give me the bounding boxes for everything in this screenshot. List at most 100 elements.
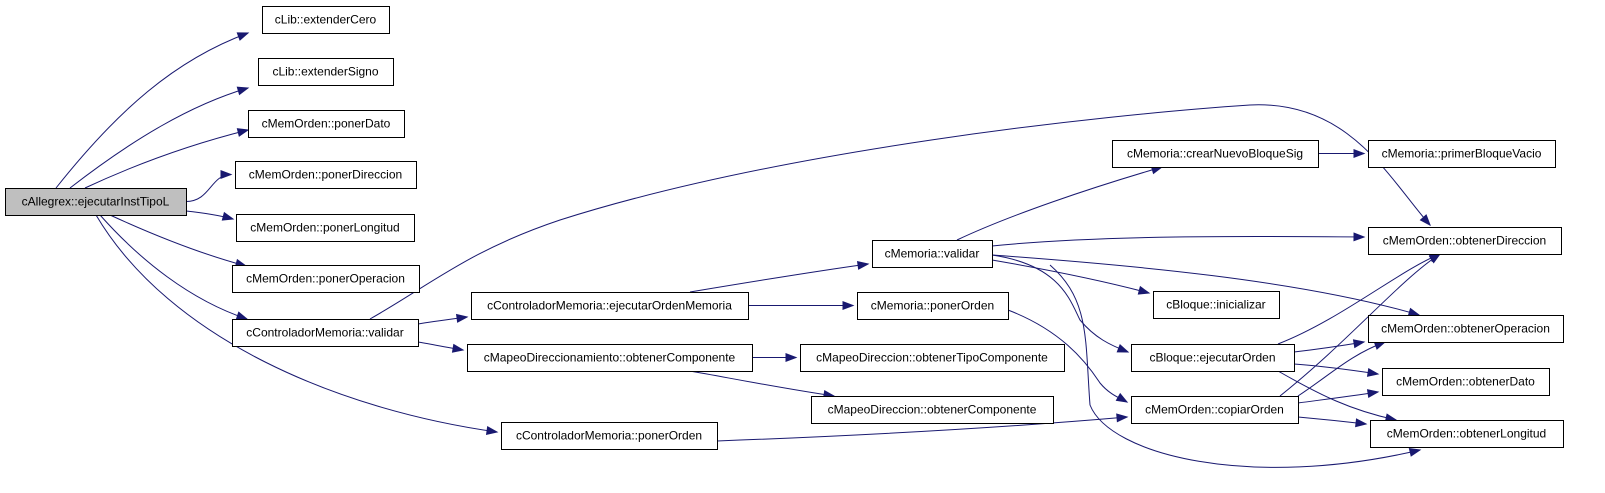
edge-root-to-mo_dato [84,128,250,189]
node-label[interactable]: cMemOrden::ponerDato [262,117,391,131]
edge-mem_poner-to-mo_copiar [1007,309,1129,403]
node-cm_validar[interactable]: cControladorMemoria::validar [232,319,419,347]
node-label[interactable]: cLib::extenderSigno [272,65,378,79]
node-box[interactable] [236,214,415,242]
arrowhead-icon [1115,392,1129,403]
node-mem_crear[interactable]: cMemoria::crearNuevoBloqueSig [1112,140,1319,168]
node-label[interactable]: cControladorMemoria::validar [246,326,403,340]
node-blq_ejec[interactable]: cBloque::ejecutarOrden [1131,344,1295,372]
node-label[interactable]: cMemOrden::ponerDireccion [249,168,402,182]
node-label[interactable]: cMemOrden::obtenerLongitud [1387,427,1546,441]
node-mem_primer[interactable]: cMemoria::primerBloqueVacio [1368,140,1556,168]
node-label[interactable]: cMemOrden::obtenerDireccion [1383,234,1546,248]
edge-line [55,32,249,189]
edge-md_obtcomp-to-mdir_comp [689,370,836,399]
node-cm_ejec[interactable]: cControladorMemoria::ejecutarOrdenMemori… [471,292,749,320]
node-box[interactable] [471,292,749,320]
edge-cm_ejec-to-mem_poner [748,300,855,311]
node-label[interactable]: cMapeoDireccionamiento::obtenerComponent… [484,351,736,365]
node-label[interactable]: cMemOrden::copiarOrden [1145,403,1284,417]
node-box[interactable] [5,188,187,216]
arrowhead-icon [1408,448,1422,457]
node-box[interactable] [1368,140,1556,168]
node-box[interactable] [1153,291,1280,319]
node-label[interactable]: cMemOrden::obtenerOperacion [1381,322,1550,336]
node-box[interactable] [1131,344,1295,372]
arrowhead-icon [1137,285,1151,295]
node-label[interactable]: cAllegrex::ejecutarInstTipoL [22,195,170,209]
node-label[interactable]: cControladorMemoria::ejecutarOrdenMemori… [487,299,732,313]
node-mdir_comp[interactable]: cMapeoDireccion::obtenerComponente [811,396,1054,424]
node-label[interactable]: cMapeoDireccion::obtenerComponente [828,403,1037,417]
edge-line [1293,341,1365,353]
node-box[interactable] [872,240,993,268]
node-box[interactable] [1112,140,1319,168]
node-label[interactable]: cMemoria::validar [885,247,980,261]
node-box[interactable] [467,344,753,372]
node-box[interactable] [248,110,405,138]
node-box[interactable] [501,422,718,450]
node-box[interactable] [1131,396,1299,424]
arrowhead-icon [455,313,469,323]
node-box[interactable] [232,265,420,293]
node-mo_dir[interactable]: cMemOrden::ponerDireccion [235,161,417,189]
node-box[interactable] [857,292,1009,320]
node-label[interactable]: cMemoria::ponerOrden [871,299,994,313]
edge-line [991,235,1365,247]
node-mdir_tipo[interactable]: cMapeoDireccion::obtenerTipoComponente [800,344,1065,372]
node-blq_init[interactable]: cBloque::inicializar [1153,291,1280,319]
edge-line [1279,253,1441,397]
arrowhead-icon [236,32,250,41]
node-label[interactable]: cMemoria::crearNuevoBloqueSig [1127,147,1303,161]
edge-mem_crear-to-mem_primer [1317,148,1366,159]
node-mem_validar[interactable]: cMemoria::validar [872,240,993,268]
node-label[interactable]: cControladorMemoria::ponerOrden [516,429,702,443]
node-label[interactable]: cBloque::ejecutarOrden [1149,351,1275,365]
edge-mo_copiar-to-mo_obtdato [1297,389,1380,404]
node-box[interactable] [1368,227,1562,255]
node-box[interactable] [811,396,1054,424]
node-label[interactable]: cMemOrden::ponerLongitud [250,221,399,235]
node-box[interactable] [1368,315,1564,343]
node-box[interactable] [235,161,417,189]
node-mo_obtlong[interactable]: cMemOrden::obtenerLongitud [1370,420,1564,448]
edge-line [69,87,249,189]
edge-line [1277,370,1397,421]
node-label[interactable]: cLib::extenderCero [275,13,377,27]
node-mem_poner[interactable]: cMemoria::ponerOrden [857,292,1009,320]
arrowhead-icon [1116,343,1130,353]
node-mo_obtdir[interactable]: cMemOrden::obtenerDireccion [1368,227,1562,255]
node-box[interactable] [800,344,1065,372]
node-label[interactable]: cMemoria::primerBloqueVacio [1382,147,1542,161]
node-label[interactable]: cBloque::inicializar [1166,298,1265,312]
node-mo_oper[interactable]: cMemOrden::ponerOperacion [232,265,420,293]
node-box[interactable] [262,6,390,34]
node-box[interactable] [258,58,394,86]
arrowhead-icon [1407,307,1421,317]
arrowhead-icon [235,311,249,320]
node-mo_dato[interactable]: cMemOrden::ponerDato [248,110,405,138]
node-box[interactable] [1382,368,1550,396]
node-mo_copiar[interactable]: cMemOrden::copiarOrden [1131,396,1299,424]
edge-line [689,263,869,293]
node-lib_signo[interactable]: cLib::extenderSigno [258,58,394,86]
node-mo_long[interactable]: cMemOrden::ponerLongitud [236,214,415,242]
node-box[interactable] [1370,420,1564,448]
arrowhead-icon [1353,148,1366,159]
node-lib_cero[interactable]: cLib::extenderCero [262,6,390,34]
edge-blq_ejec-to-mo_obtdato [1293,363,1380,377]
node-mo_obtdato[interactable]: cMemOrden::obtenerDato [1382,368,1550,396]
node-label[interactable]: cMapeoDireccion::obtenerTipoComponente [816,351,1048,365]
node-root[interactable]: cAllegrex::ejecutarInstTipoL [5,188,187,216]
arrowhead-icon [842,300,855,311]
node-cm_poner[interactable]: cControladorMemoria::ponerOrden [501,422,718,450]
node-box[interactable] [232,319,419,347]
node-label[interactable]: cMemOrden::obtenerDato [1396,375,1535,389]
edge-line [185,174,232,202]
edge-root-to-cm_validar [99,214,249,320]
node-md_obtcomp[interactable]: cMapeoDireccionamiento::obtenerComponent… [467,344,753,372]
node-mo_obtoper[interactable]: cMemOrden::obtenerOperacion [1368,315,1564,343]
node-label[interactable]: cMemOrden::ponerOperacion [246,272,405,286]
edge-line [991,259,1150,294]
